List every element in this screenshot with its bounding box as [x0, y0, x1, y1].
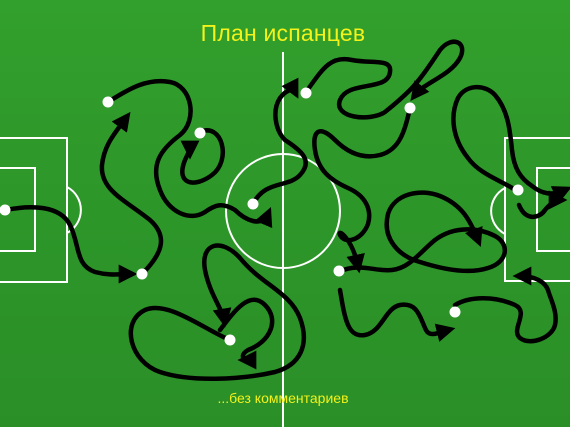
players: [0, 87, 524, 346]
path-right-back: [452, 266, 558, 344]
player-dot: [404, 102, 416, 114]
path-left-back: [105, 78, 273, 229]
path-right-inner: [312, 105, 413, 274]
path-left-mid: [99, 111, 164, 277]
path-goalkeeper: [3, 204, 138, 284]
movement-paths: [3, 39, 570, 382]
player-dot: [333, 265, 345, 277]
left-penalty-area: [0, 137, 68, 283]
path-defender-loop: [128, 243, 307, 382]
path-holding-mid: [217, 297, 275, 370]
center-circle: [225, 153, 341, 269]
player-dot: [0, 204, 11, 216]
right-goal-area: [536, 167, 570, 252]
caption: ...без комментариев: [217, 390, 349, 406]
path-striker: [337, 287, 456, 342]
player-dot: [449, 306, 461, 318]
player-dot: [247, 198, 259, 210]
player-dot: [102, 96, 114, 108]
player-dot: [300, 87, 312, 99]
pitch-markings: [0, 52, 570, 427]
path-right-forward: [451, 84, 570, 204]
path-center-forward: [250, 77, 308, 207]
player-dot: [194, 127, 206, 139]
path-right-forward-b: [516, 190, 568, 220]
player-dot: [512, 184, 524, 196]
path-center-left: [180, 128, 225, 185]
page-title: План испанцев: [200, 20, 366, 46]
right-penalty-arc: [490, 187, 506, 235]
player-dot: [224, 334, 236, 346]
player-dot: [136, 268, 148, 280]
path-right-attack: [303, 39, 465, 120]
path-right-wide: [335, 190, 507, 275]
